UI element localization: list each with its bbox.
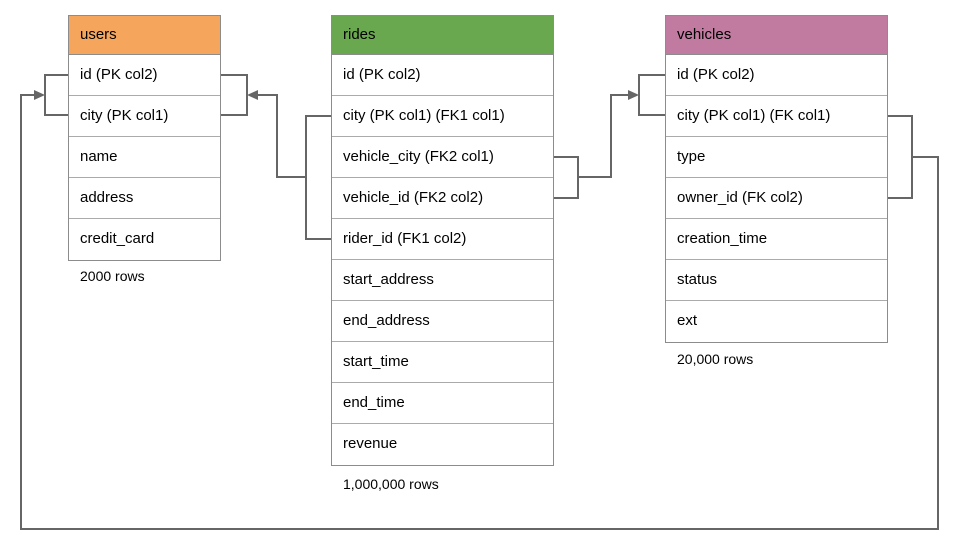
table-vehicles-header: vehicles [666, 16, 887, 55]
column-row: start_address [332, 260, 553, 301]
vehicles-fk-arrowhead-icon [34, 90, 45, 100]
fk1-arrowhead-icon [247, 90, 258, 100]
column-row: city (PK col1) [69, 96, 220, 137]
table-rides-header: rides [332, 16, 553, 55]
column-row: rider_id (FK1 col2) [332, 219, 553, 260]
column-row: address [69, 178, 220, 219]
column-row: end_time [332, 383, 553, 424]
vehicles-pk-bracket [638, 74, 665, 116]
fk1-connector-line [258, 94, 306, 178]
table-rides-columns: id (PK col2)city (PK col1) (FK1 col1)veh… [332, 55, 553, 465]
users-pk-left-bracket [44, 74, 68, 116]
table-vehicles: vehicles id (PK col2)city (PK col1) (FK … [665, 15, 888, 343]
column-row: start_time [332, 342, 553, 383]
rides-fk2-bracket [554, 156, 579, 199]
rides-row-count: 1,000,000 rows [343, 476, 439, 492]
column-row: id (PK col2) [332, 55, 553, 96]
column-row: city (PK col1) (FK1 col1) [332, 96, 553, 137]
column-row: id (PK col2) [69, 55, 220, 96]
table-vehicles-columns: id (PK col2)city (PK col1) (FK col1)type… [666, 55, 887, 342]
users-row-count: 2000 rows [80, 268, 145, 284]
column-row: end_address [332, 301, 553, 342]
column-row: revenue [343, 435, 398, 452]
vehicles-row-count: 20,000 rows [677, 351, 754, 367]
column-row: name [69, 137, 220, 178]
table-users-header: users [69, 16, 220, 55]
column-row: type [666, 137, 887, 178]
users-pk-right-bracket [220, 74, 248, 116]
fk2-arrowhead-icon [628, 90, 639, 100]
column-row: status [666, 260, 887, 301]
column-row: credit_card [80, 230, 155, 247]
column-row: vehicle_id (FK2 col2) [332, 178, 553, 219]
column-row: ext [677, 312, 698, 329]
column-row: id (PK col2) [666, 55, 887, 96]
vehicles-fk-bracket [888, 115, 913, 199]
table-rides: rides id (PK col2)city (PK col1) (FK1 co… [331, 15, 554, 466]
column-row: vehicle_city (FK2 col1) [332, 137, 553, 178]
column-row: owner_id (FK col2) [666, 178, 887, 219]
column-row: creation_time [666, 219, 887, 260]
fk2-connector-line [578, 94, 628, 178]
column-row: city (PK col1) (FK col1) [666, 96, 887, 137]
rides-fk1-bracket [305, 115, 331, 240]
